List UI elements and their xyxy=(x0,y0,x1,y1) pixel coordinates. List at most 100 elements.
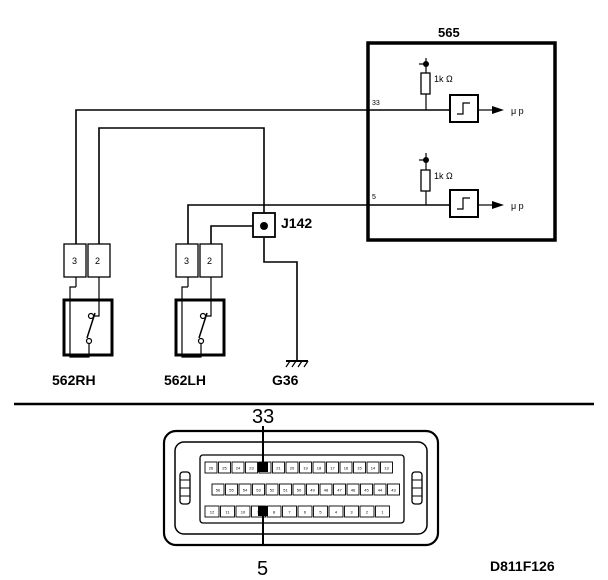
connector-pin-4: 4 xyxy=(328,505,344,518)
connector-pin-number: 25 xyxy=(222,466,227,471)
connector-pin-17: 17 xyxy=(326,461,339,474)
connector-pin-48: 48 xyxy=(319,483,333,496)
connector-pin-number: 1 xyxy=(381,510,384,515)
ecu-pin-5-label: 5 xyxy=(372,194,376,201)
connector-pin-26: 26 xyxy=(204,461,218,474)
ground-label: G36 xyxy=(272,372,299,388)
connector-pin-number: 44 xyxy=(378,488,383,493)
connector-pin-18: 18 xyxy=(312,461,326,474)
connector-pin-16: 16 xyxy=(339,461,353,474)
connector-pin-number: 48 xyxy=(324,488,329,493)
switch-lh-pin-3: 3 xyxy=(184,256,189,266)
ecu-565: 565 1k Ω μ p 33 1k Ω xyxy=(366,25,557,242)
connector-pin-33-marker xyxy=(258,462,268,472)
connector-pin-5-label: 5 xyxy=(257,558,268,580)
connector-pin-54: 54 xyxy=(238,483,252,496)
connector-pin-number: 15 xyxy=(357,466,362,471)
connector-pin-number: 24 xyxy=(236,466,241,471)
schmitt-trigger-lower xyxy=(449,189,479,218)
connector-pin-13: 13 xyxy=(380,461,393,474)
connector-pin-25: 25 xyxy=(218,461,231,474)
connector-pin-15: 15 xyxy=(353,461,366,474)
connector-pin-1: 1 xyxy=(375,505,390,518)
connector-pin-50: 50 xyxy=(292,483,306,496)
connector-pin-5-marker xyxy=(258,506,268,516)
connector-pin-3: 3 xyxy=(344,505,359,518)
switch-rh-label: 562RH xyxy=(52,372,96,388)
connector-pin-47: 47 xyxy=(333,483,346,496)
ecu-pin-33-label: 33 xyxy=(372,100,380,107)
output-lower-label: μ p xyxy=(511,201,524,211)
connector-pin-number: 55 xyxy=(229,488,234,493)
connector-pin-number: 54 xyxy=(243,488,248,493)
output-upper-label: μ p xyxy=(511,106,524,116)
schmitt-trigger-upper xyxy=(449,94,479,123)
connector-pin-number: 43 xyxy=(391,488,396,493)
switch-562rh: 3 2 562RH xyxy=(52,243,114,388)
connector-pin-number: 18 xyxy=(317,466,322,471)
drawing-code: D811F126 xyxy=(490,558,555,574)
connector-pin-10: 10 xyxy=(235,505,251,518)
connector-pin-number: 12 xyxy=(210,510,215,515)
connector-pin-56: 56 xyxy=(211,483,225,496)
connector-pin-number: 6 xyxy=(304,510,307,515)
ecu-channel-upper: 1k Ω μ p 33 xyxy=(372,58,524,123)
connector-pin-46: 46 xyxy=(346,483,360,496)
connector-pin-number: 4 xyxy=(335,510,338,515)
connector-pin-number: 14 xyxy=(371,466,376,471)
connector-pin-number: 10 xyxy=(241,510,246,515)
ecu-channel-lower: 1k Ω μ p 5 xyxy=(372,153,524,218)
connector-pin-23: 23 xyxy=(245,461,258,474)
connector-pin-19: 19 xyxy=(299,461,312,474)
connector-pin-number: 5 xyxy=(319,510,322,515)
connector-pin-45: 45 xyxy=(360,483,373,496)
resistor-upper-label: 1k Ω xyxy=(434,74,453,84)
connector-pin-number: 23 xyxy=(249,466,254,471)
connector-pin-number: 17 xyxy=(330,466,335,471)
switch-rh-pin-2: 2 xyxy=(95,256,100,266)
switch-lh-label: 562LH xyxy=(164,372,206,388)
switch-rh-pin-3: 3 xyxy=(72,256,77,266)
switch-lh-pin-2: 2 xyxy=(207,256,212,266)
wires xyxy=(75,109,450,360)
connector-pin-number: 52 xyxy=(270,488,275,493)
connector-pin-number: 49 xyxy=(310,488,315,493)
resistor-lower-label: 1k Ω xyxy=(434,171,453,181)
connector-pin-49: 49 xyxy=(306,483,319,496)
connector-pin-20: 20 xyxy=(285,461,299,474)
connector-pin-number: 19 xyxy=(303,466,308,471)
connector-pin-52: 52 xyxy=(265,483,279,496)
switch-562lh: 3 2 562LH xyxy=(164,243,226,388)
connector-pin-2: 2 xyxy=(359,505,375,518)
connector-pin-number: 21 xyxy=(276,466,281,471)
connector-pin-33-label: 33 xyxy=(252,406,274,428)
connector-pin-53: 53 xyxy=(252,483,265,496)
connector-pin-number: 50 xyxy=(297,488,302,493)
resistor-upper xyxy=(420,72,431,95)
connector-pin-number: 3 xyxy=(350,510,353,515)
connector-pin-8: 8 xyxy=(266,505,282,518)
connector-pin-6: 6 xyxy=(297,505,313,518)
connector-pin-12: 12 xyxy=(204,505,220,518)
ground-g36: G36 xyxy=(272,360,309,388)
connector-pin-field: 2625242322212019181716151413565554535251… xyxy=(204,461,400,518)
connector-pin-number: 47 xyxy=(337,488,342,493)
connector-pin-14: 14 xyxy=(366,461,380,474)
connector-pin-number: 7 xyxy=(288,510,291,515)
connector-pin-number: 20 xyxy=(290,466,295,471)
ecu-label: 565 xyxy=(438,25,460,40)
connector-pin-number: 13 xyxy=(384,466,389,471)
resistor-lower xyxy=(420,169,431,192)
connector-pin-number: 51 xyxy=(283,488,288,493)
connector-pin-21: 21 xyxy=(272,461,285,474)
connector-pin-51: 51 xyxy=(279,483,292,496)
connector-view: 2625242322212019181716151413565554535251… xyxy=(162,406,440,580)
connector-pin-43: 43 xyxy=(387,483,400,496)
connector-pin-11: 11 xyxy=(220,505,235,518)
connector-pin-7: 7 xyxy=(282,505,297,518)
connector-pin-number: 8 xyxy=(273,510,276,515)
connector-pin-number: 2 xyxy=(366,510,369,515)
connector-pin-number: 16 xyxy=(344,466,349,471)
splice-j142: J142 xyxy=(252,212,312,238)
